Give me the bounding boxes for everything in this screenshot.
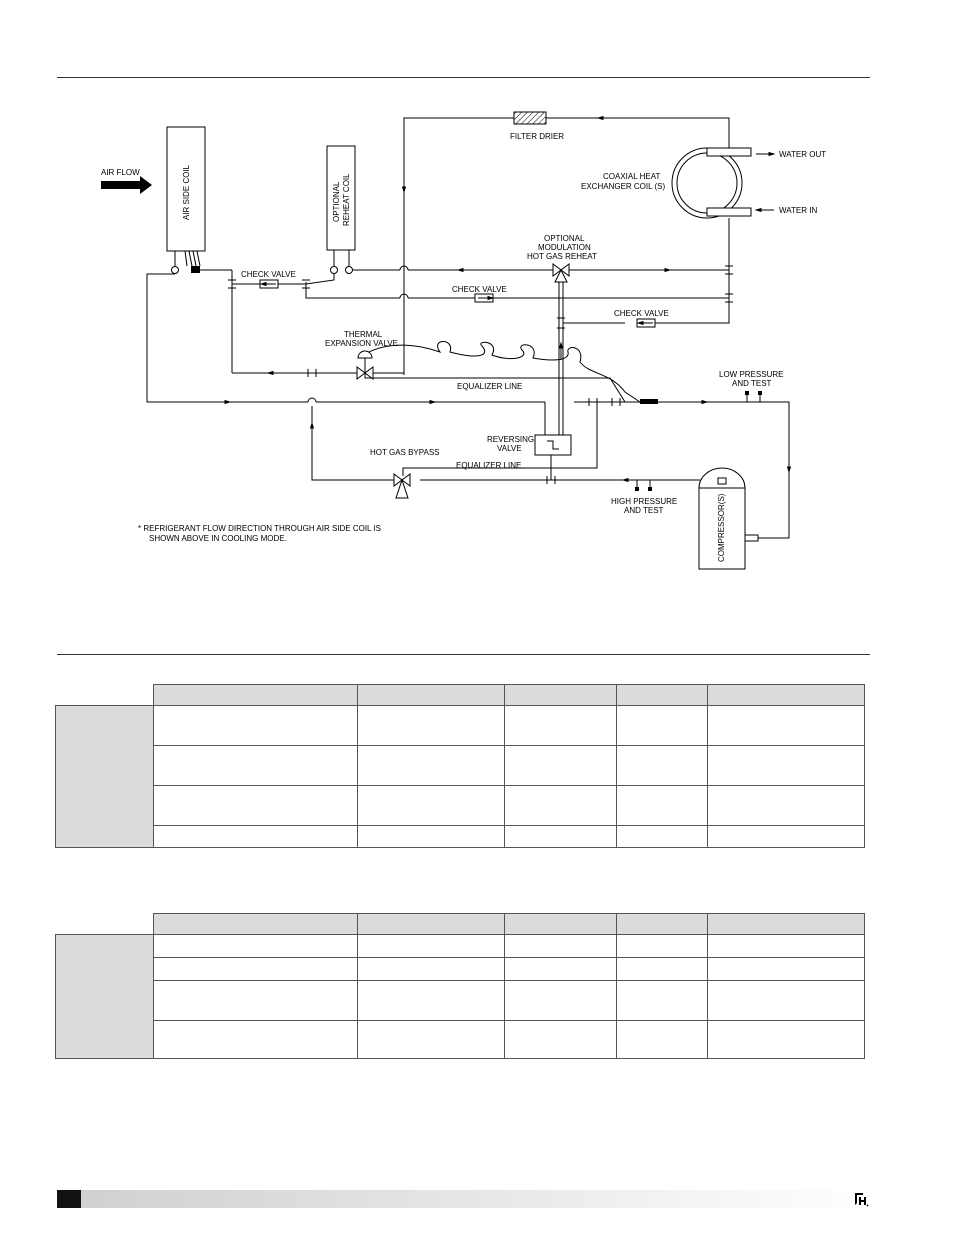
- txv-label-2: EXPANSION VALVE: [325, 339, 398, 348]
- air-flow-arrow: [101, 176, 152, 194]
- txv-label-1: THERMAL: [344, 330, 383, 339]
- hot-gas-reheat-valve: [552, 263, 570, 283]
- optional-reheat-coil: [326, 145, 356, 251]
- check-valve-left: [259, 279, 279, 289]
- table-one: [55, 684, 865, 848]
- air-side-coil-connections: [171, 250, 201, 274]
- coaxial-label-2: EXCHANGER COIL (S): [581, 182, 665, 191]
- check-valve-right: [636, 318, 656, 328]
- compressor: [698, 467, 759, 570]
- reheat-coil-label-2: REHEAT COIL: [342, 173, 351, 226]
- low-pressure-label-1: LOW PRESSURE: [719, 370, 783, 379]
- table-row: [56, 980, 865, 1021]
- water-in-label: WATER IN: [779, 206, 817, 215]
- top-rule: [57, 77, 870, 78]
- compressor-label: COMPRESSOR(S): [717, 493, 726, 562]
- air-side-coil: [166, 126, 206, 252]
- check-valve-right-label: CHECK VALVE: [614, 309, 669, 318]
- mod-valve-label-3: HOT GAS REHEAT: [527, 252, 597, 261]
- table-two-header-row: [55, 913, 865, 935]
- table-row: [56, 785, 865, 826]
- equalizer-capillary-coil: [364, 341, 641, 403]
- check-valve-mid: [474, 293, 495, 303]
- thermal-expansion-valve: [356, 350, 374, 380]
- coaxial-heat-exchanger: [671, 147, 776, 219]
- table-row: [56, 745, 865, 786]
- high-pressure-label-2: AND TEST: [624, 506, 664, 515]
- check-valve-mid-label: CHECK VALVE: [452, 285, 507, 294]
- table-one-header-row: [55, 684, 865, 706]
- equalizer-line-bottom-label: EQUALIZER LINE: [456, 461, 521, 470]
- mod-valve-label-2: MODULATION: [538, 243, 591, 252]
- table-two: [55, 913, 865, 1059]
- footer-bar: [57, 1190, 870, 1208]
- fitting-marks: [228, 265, 733, 484]
- air-side-coil-label: AIR SIDE COIL: [182, 164, 191, 220]
- table-row: [55, 934, 865, 1059]
- high-pressure-label-1: HIGH PRESSURE: [611, 497, 677, 506]
- refrigerant-piping: [146, 115, 792, 539]
- refrigerant-circuit-diagram: AIR FLOW AIR SIDE COIL OPTIONAL REHEAT C…: [101, 111, 826, 570]
- table-row: [55, 705, 865, 848]
- water-out-label: WATER OUT: [779, 150, 826, 159]
- low-pressure-label-2: AND TEST: [732, 379, 772, 388]
- footer-page-tab: [57, 1190, 81, 1208]
- equalizer-line-top-label: EQUALIZER LINE: [457, 382, 522, 391]
- brand-logo-icon: [855, 1193, 869, 1207]
- mod-valve-label-1: OPTIONAL: [544, 234, 585, 243]
- table-row: [56, 825, 865, 848]
- reversing-valve-label-1: REVERSING: [487, 435, 534, 444]
- mid-rule: [57, 654, 870, 655]
- hot-gas-bypass-valve: [393, 473, 411, 499]
- check-valve-left-label: CHECK VALVE: [241, 270, 296, 279]
- reheat-coil-connections: [330, 250, 353, 274]
- reversing-valve-label-2: VALVE: [497, 444, 522, 453]
- table-row: [56, 1020, 865, 1059]
- filter-drier: [513, 111, 547, 125]
- reheat-coil-label-1: OPTIONAL: [332, 181, 341, 222]
- flow-note-line-2: SHOWN ABOVE IN COOLING MODE.: [149, 534, 287, 543]
- flow-note-line-1: * REFRIGERANT FLOW DIRECTION THROUGH AIR…: [138, 524, 381, 533]
- hot-gas-bypass-label: HOT GAS BYPASS: [370, 448, 440, 457]
- filter-drier-label: FILTER DRIER: [510, 132, 564, 141]
- reversing-valve: [534, 434, 572, 456]
- table-row: [56, 957, 865, 981]
- air-flow-label: AIR FLOW: [101, 168, 140, 177]
- coaxial-label-1: COAXIAL HEAT: [603, 172, 660, 181]
